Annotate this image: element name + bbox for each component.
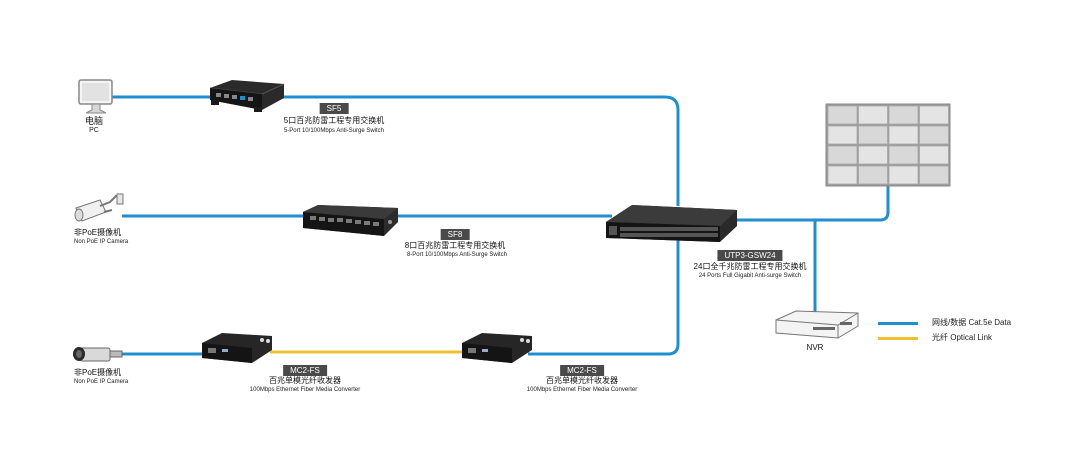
box-camera-icon bbox=[73, 347, 123, 362]
video-wall-screen bbox=[858, 125, 888, 145]
sf5-model-tag: SF5 bbox=[319, 103, 349, 114]
link-main-wall bbox=[735, 186, 890, 222]
main-switch-label-en: 24 Ports Full Gigabit Anti-surge Switch bbox=[698, 273, 802, 279]
video-wall-screen bbox=[827, 165, 858, 185]
video-wall-screen bbox=[919, 165, 949, 185]
sf8-model-tag: SF8 bbox=[440, 229, 470, 240]
pc-label-en: PC bbox=[89, 127, 99, 134]
video-wall-screen bbox=[858, 105, 888, 125]
nvr-label: NVR bbox=[806, 343, 824, 352]
video-wall-screen bbox=[858, 165, 888, 185]
bullet-camera-icon bbox=[74, 193, 124, 222]
legend-ethernet-swatch bbox=[878, 322, 918, 325]
video-wall-screen bbox=[858, 145, 888, 165]
media-converter-icon bbox=[462, 333, 532, 363]
switch-5port-icon bbox=[209, 80, 285, 112]
mc-right-model-tag: MC2-FS bbox=[560, 365, 604, 376]
switch-24port-icon bbox=[606, 205, 737, 242]
switch-8port-icon bbox=[303, 205, 398, 236]
video-wall-screen bbox=[919, 125, 949, 145]
video-wall-screen bbox=[888, 145, 919, 165]
monitor-icon bbox=[78, 79, 113, 114]
video-wall-screen bbox=[827, 145, 858, 165]
mc-left-model-tag: MC2-FS bbox=[283, 365, 327, 376]
main-switch-model-tag: UTP3-GSW24 bbox=[717, 250, 783, 261]
link-sf5-main bbox=[283, 95, 680, 206]
video-wall-screen bbox=[888, 165, 919, 185]
camera-bottom-label-en: Non PoE IP Camera bbox=[74, 379, 129, 385]
mc-left-label-cn: 百兆单模光纤收发器 bbox=[269, 376, 341, 385]
main-switch-label-cn: 24口全千兆防雷工程专用交换机 bbox=[693, 262, 807, 271]
legend-ethernet-label: 网线/数据 Cat.5e Data bbox=[932, 318, 1012, 327]
video-wall-screen bbox=[888, 125, 919, 145]
video-wall-screen bbox=[919, 105, 949, 125]
sf5-label-cn: 5口百兆防雷工程专用交换机 bbox=[283, 116, 385, 125]
mc-right-label-cn: 百兆单模光纤收发器 bbox=[546, 376, 618, 385]
legend-optical-label: 光纤 Optical Link bbox=[932, 333, 993, 342]
video-wall-screen bbox=[827, 125, 858, 145]
video-wall-icon bbox=[825, 103, 951, 187]
mc-left-label-en: 100Mbps Ethernet Fiber Media Converter bbox=[249, 387, 361, 393]
mc-right-label-en: 100Mbps Ethernet Fiber Media Converter bbox=[526, 387, 638, 393]
video-wall-screen bbox=[827, 105, 858, 125]
video-wall-screen bbox=[919, 145, 949, 165]
camera-bottom-label-cn: 非PoE摄像机 bbox=[74, 368, 122, 377]
legend-optical-swatch bbox=[878, 337, 918, 340]
nvr-icon bbox=[775, 310, 859, 339]
sf5-label-en: 5-Port 10/100Mbps Anti-Surge Switch bbox=[283, 128, 385, 134]
sf8-label-cn: 8口百兆防雷工程专用交换机 bbox=[404, 241, 506, 250]
pc-label-cn: 电脑 bbox=[84, 116, 104, 126]
camera-top-label-cn: 非PoE摄像机 bbox=[74, 228, 122, 237]
camera-top-label-en: Non PoE IP Camera bbox=[74, 239, 129, 245]
video-wall-screen bbox=[888, 105, 919, 125]
sf8-label-en: 8-Port 10/100Mbps Anti-Surge Switch bbox=[406, 252, 508, 258]
link-mc-main bbox=[528, 240, 680, 356]
media-converter-icon bbox=[202, 333, 272, 363]
